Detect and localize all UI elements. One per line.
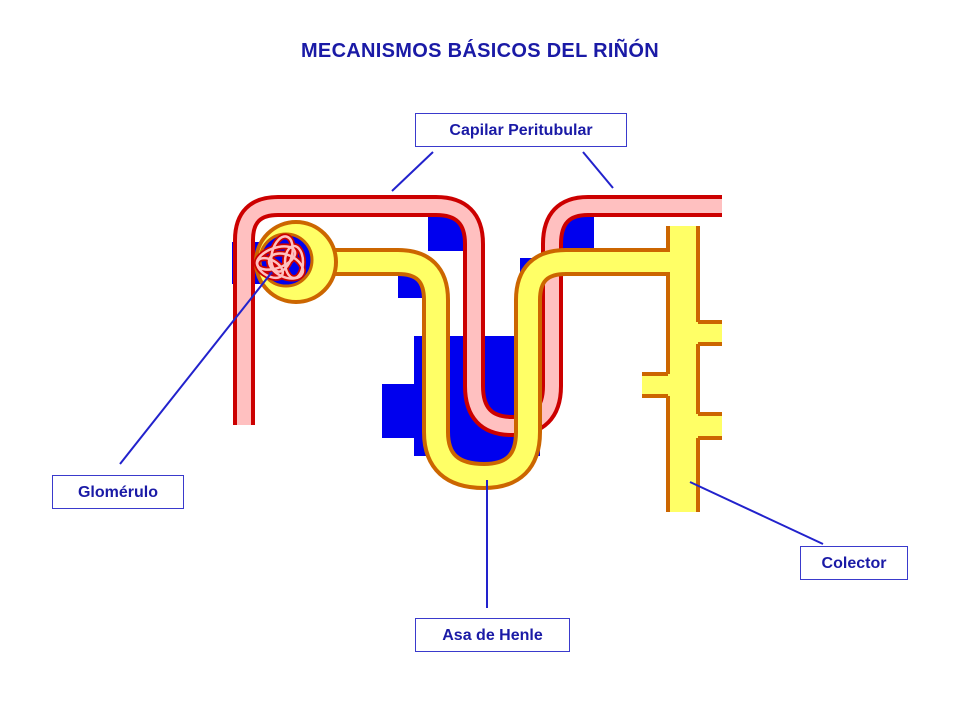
page-title: MECANISMOS BÁSICOS DEL RIÑÓN: [300, 40, 660, 62]
leader-capilar-right: [582, 151, 614, 189]
glomerulus-tuft: [253, 233, 306, 282]
collecting-duct: [642, 226, 722, 512]
leader-glomerulo: [119, 271, 273, 465]
label-glomerulo: Glomérulo: [52, 475, 184, 509]
nephron-tubule: [300, 248, 670, 491]
label-capilar-peritubular: Capilar Peritubular: [415, 113, 627, 147]
leader-lines: [119, 151, 824, 608]
leader-capilar-left: [391, 151, 434, 192]
peritubular-capillary: [233, 195, 722, 438]
label-colector: Colector: [800, 546, 908, 580]
leader-colector: [689, 481, 824, 545]
label-asa-de-henle: Asa de Henle: [415, 618, 570, 652]
